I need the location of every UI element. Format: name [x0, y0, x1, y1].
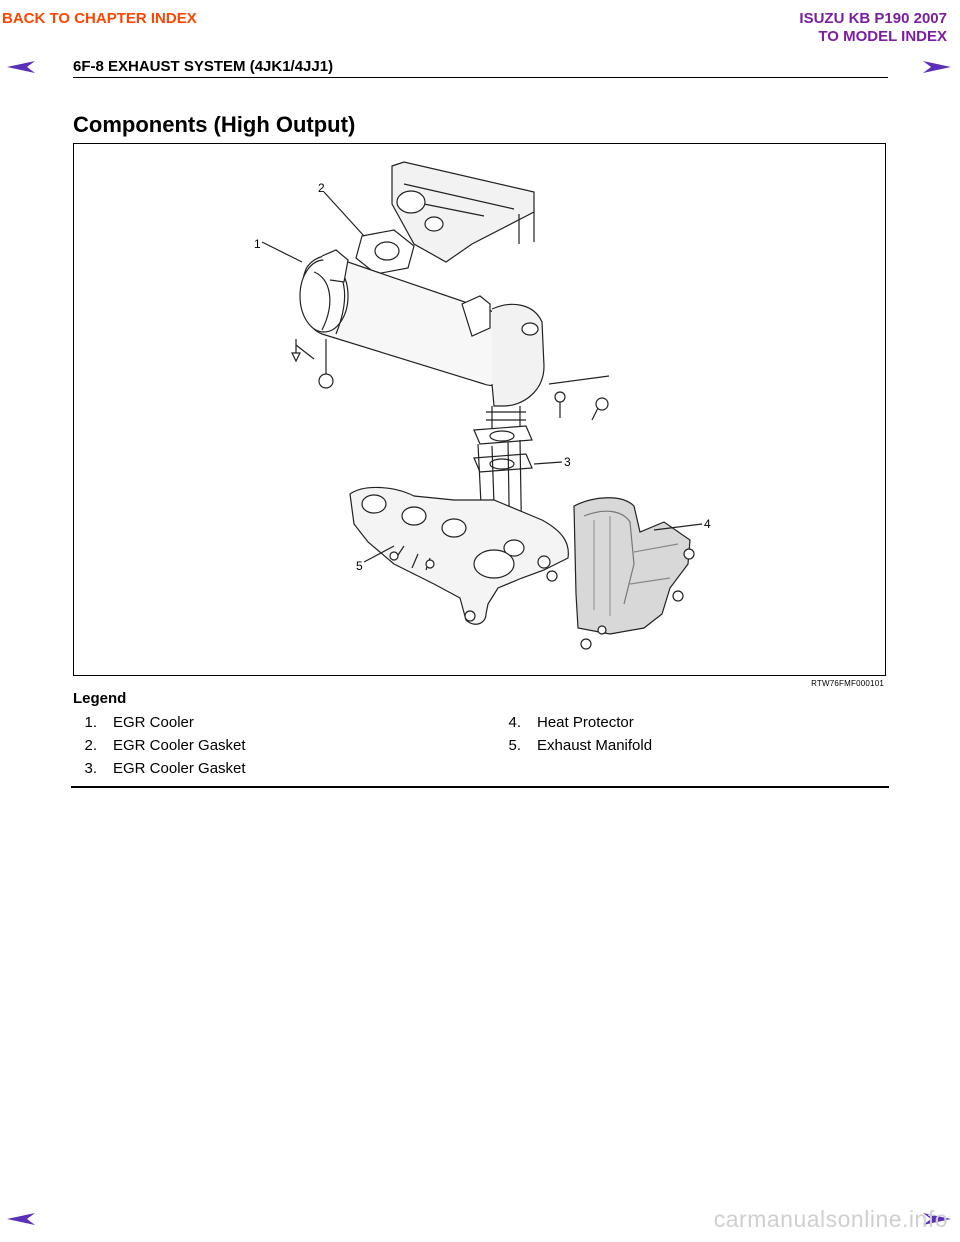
legend-item-label: EGR Cooler	[113, 714, 194, 731]
legend-item-number: 3.	[84, 760, 97, 777]
legend-item-label: Exhaust Manifold	[537, 737, 653, 754]
header-divider	[73, 77, 888, 78]
callout-2: 2	[318, 181, 325, 195]
to-model-index-link[interactable]: TO MODEL INDEX	[818, 28, 947, 45]
watermark-text: carmanualsonline.info	[713, 1206, 948, 1232]
legend-item-label: EGR Cooler Gasket	[113, 760, 246, 777]
legend-divider	[71, 786, 889, 788]
legend-item: 3. EGR Cooler Gasket	[73, 760, 246, 777]
callout-1: 1	[254, 237, 261, 251]
page-header: 6F-8 EXHAUST SYSTEM (4JK1/4JJ1)	[73, 58, 334, 75]
legend-item-number: 2.	[84, 737, 97, 754]
model-title: ISUZU KB P190 2007	[799, 10, 947, 27]
previous-page-arrow-icon[interactable]	[5, 60, 37, 74]
legend-item: 5. Exhaust Manifold	[497, 737, 652, 754]
legend-item-number: 4.	[508, 714, 521, 731]
figure-id: RTW76FMF000101	[811, 679, 884, 688]
components-illustration: 1 2 3 4 5	[73, 143, 886, 676]
section-heading: Components (High Output)	[73, 112, 356, 137]
next-page-arrow-bottom-icon[interactable]	[921, 1212, 953, 1226]
callout-5: 5	[356, 559, 363, 573]
callout-4: 4	[704, 517, 711, 531]
legend-item-number: 1.	[84, 714, 97, 731]
legend-item: 4. Heat Protector	[497, 714, 634, 731]
callout-3: 3	[564, 455, 571, 469]
previous-page-arrow-bottom-icon[interactable]	[5, 1212, 37, 1226]
back-to-chapter-index-link[interactable]: BACK TO CHAPTER INDEX	[2, 10, 197, 27]
legend-item-number: 5.	[508, 737, 521, 754]
legend-title: Legend	[73, 690, 127, 707]
legend-item-label: EGR Cooler Gasket	[113, 737, 246, 754]
exhaust-components-diagram: 1 2 3 4 5	[254, 161, 711, 650]
legend-item-label: Heat Protector	[537, 714, 634, 731]
model-index-block: ISUZU KB P190 2007 TO MODEL INDEX	[799, 10, 947, 46]
legend-item: 1. EGR Cooler	[73, 714, 194, 731]
next-page-arrow-icon[interactable]	[921, 60, 953, 74]
legend-item: 2. EGR Cooler Gasket	[73, 737, 246, 754]
